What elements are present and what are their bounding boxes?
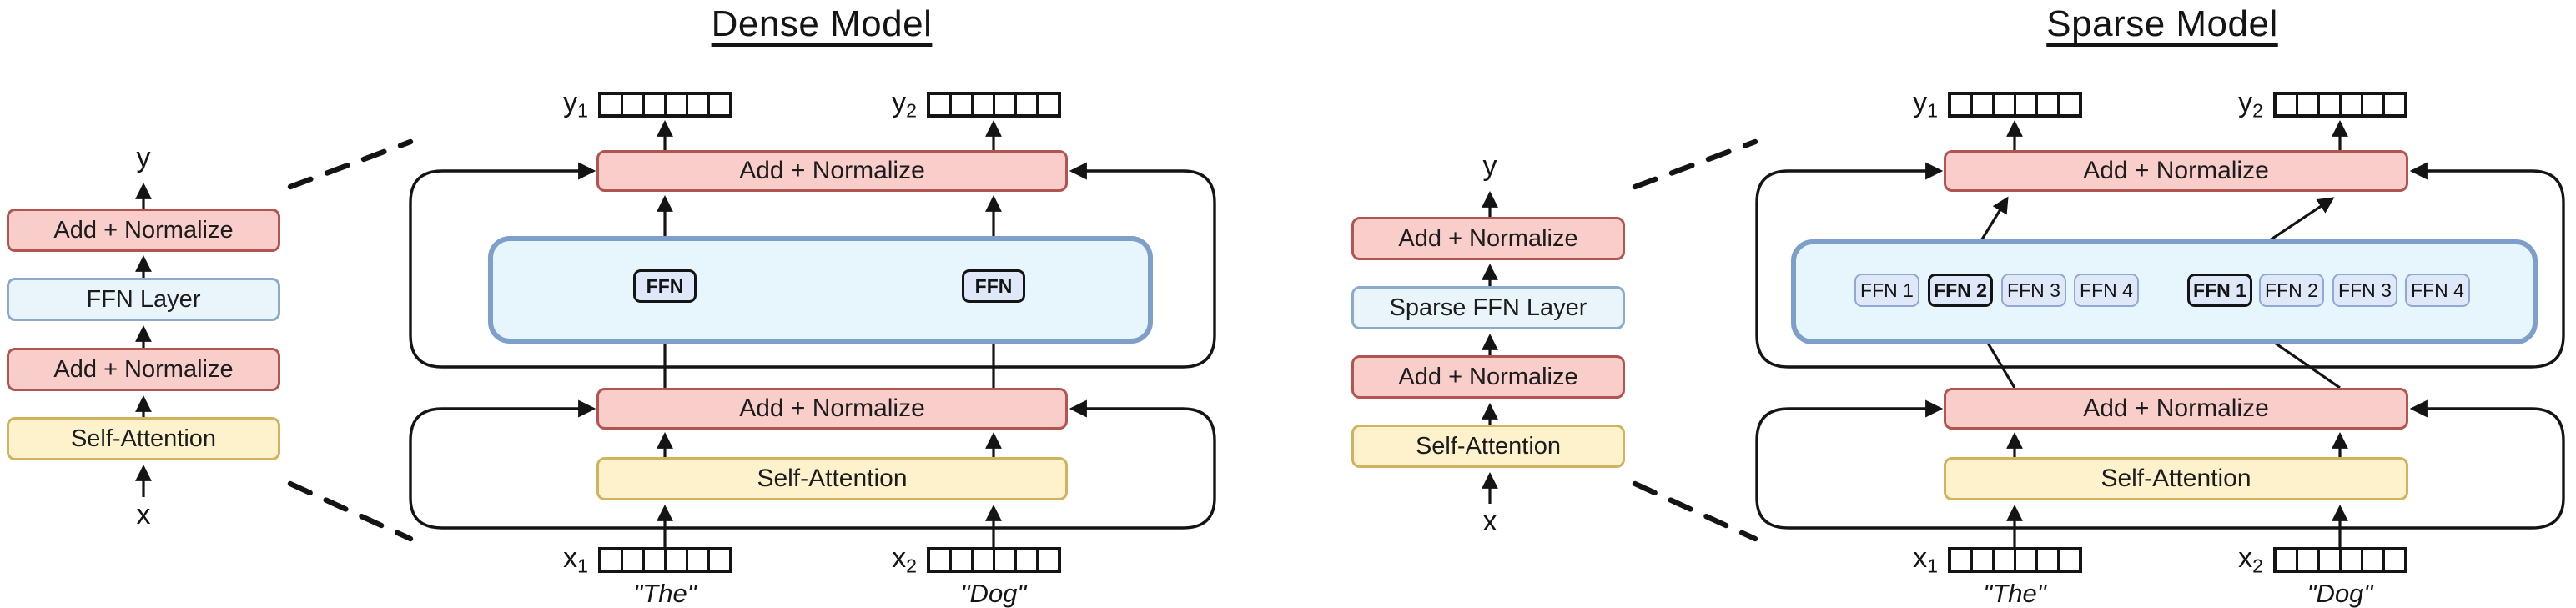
dense-y1-vector bbox=[598, 92, 732, 118]
sparse-residual-paths bbox=[1755, 162, 2565, 530]
dense-stack-self-attention: Self-Attention bbox=[7, 417, 280, 460]
sparse-model-title: Sparse Model bbox=[2046, 3, 2278, 44]
sparse-expert-g2-ffn1-selected: FFN 1 bbox=[2187, 274, 2252, 307]
sparse-stack-x-label: x bbox=[1482, 505, 1497, 537]
dense-y1-label: y1 bbox=[563, 87, 588, 122]
sparse-addnorm-top-bar: Add + Normalize bbox=[1944, 150, 2408, 192]
sparse-self-attention-bar: Self-Attention bbox=[1944, 457, 2408, 500]
sparse-token-dog: "Dog" bbox=[2307, 579, 2373, 608]
sparse-stack-addnorm-top: Add + Normalize bbox=[1351, 217, 1625, 260]
dense-token-dog: "Dog" bbox=[960, 579, 1027, 608]
sparse-expert-g2-ffn2: FFN 2 bbox=[2259, 274, 2324, 307]
sparse-y2-vector bbox=[2273, 92, 2407, 118]
dense-x1-vector bbox=[598, 547, 732, 573]
dense-stack-y-label: y bbox=[136, 142, 151, 173]
dense-token-the: "The" bbox=[633, 579, 697, 608]
dense-stack-addnorm-bottom: Add + Normalize bbox=[7, 348, 280, 391]
dense-token-wires bbox=[657, 120, 1002, 549]
dense-x1-label: x1 bbox=[563, 542, 588, 577]
dense-ffn-container bbox=[488, 236, 1153, 344]
sparse-addnorm-mid-bar: Add + Normalize bbox=[1944, 388, 2408, 430]
sparse-y2-label: y2 bbox=[2238, 87, 2263, 122]
sparse-x2-vector bbox=[2273, 547, 2407, 573]
sparse-x1-vector bbox=[1948, 547, 2082, 573]
dense-x2-label: x2 bbox=[892, 542, 917, 577]
dense-stack-x-label: x bbox=[136, 499, 151, 530]
dense-zoom-dashes bbox=[287, 138, 414, 542]
dense-self-attention-bar: Self-Attention bbox=[596, 457, 1068, 500]
dense-stack-ffn-layer: FFN Layer bbox=[7, 278, 280, 321]
sparse-stack-addnorm-bottom: Add + Normalize bbox=[1351, 355, 1625, 399]
sparse-zoom-dashes bbox=[1632, 138, 1758, 542]
dense-x2-vector bbox=[927, 547, 1061, 573]
sparse-expert-g2-ffn3: FFN 3 bbox=[2332, 274, 2397, 307]
dense-residual-paths bbox=[409, 162, 1216, 530]
dense-model-title: Dense Model bbox=[711, 3, 933, 44]
sparse-expert-g1-ffn2-selected: FFN 2 bbox=[1928, 274, 1993, 307]
dense-addnorm-top-bar: Add + Normalize bbox=[596, 150, 1068, 192]
sparse-x2-label: x2 bbox=[2238, 542, 2263, 577]
sparse-stack-self-attention: Self-Attention bbox=[1351, 425, 1625, 468]
sparse-x1-label: x1 bbox=[1913, 542, 1938, 577]
sparse-expert-g1-ffn4: FFN 4 bbox=[2074, 274, 2139, 307]
dense-ffn-box-1: FFN bbox=[633, 269, 697, 303]
dense-y2-label: y2 bbox=[892, 87, 917, 122]
dense-stack-addnorm-top: Add + Normalize bbox=[7, 209, 280, 252]
dense-ffn-box-2: FFN bbox=[962, 269, 1025, 303]
sparse-y1-label: y1 bbox=[1913, 87, 1938, 122]
sparse-expert-g1-ffn1: FFN 1 bbox=[1854, 274, 1919, 307]
sparse-y1-vector bbox=[1948, 92, 2082, 118]
sparse-stack-sparse-ffn-layer: Sparse FFN Layer bbox=[1351, 286, 1625, 329]
sparse-expert-g2-ffn4: FFN 4 bbox=[2405, 274, 2470, 307]
dense-y2-vector bbox=[927, 92, 1061, 118]
dense-addnorm-mid-bar: Add + Normalize bbox=[596, 388, 1068, 430]
sparse-token-the: "The" bbox=[1983, 579, 2046, 608]
sparse-expert-g1-ffn3: FFN 3 bbox=[2001, 274, 2066, 307]
sparse-stack-y-label: y bbox=[1482, 150, 1497, 182]
